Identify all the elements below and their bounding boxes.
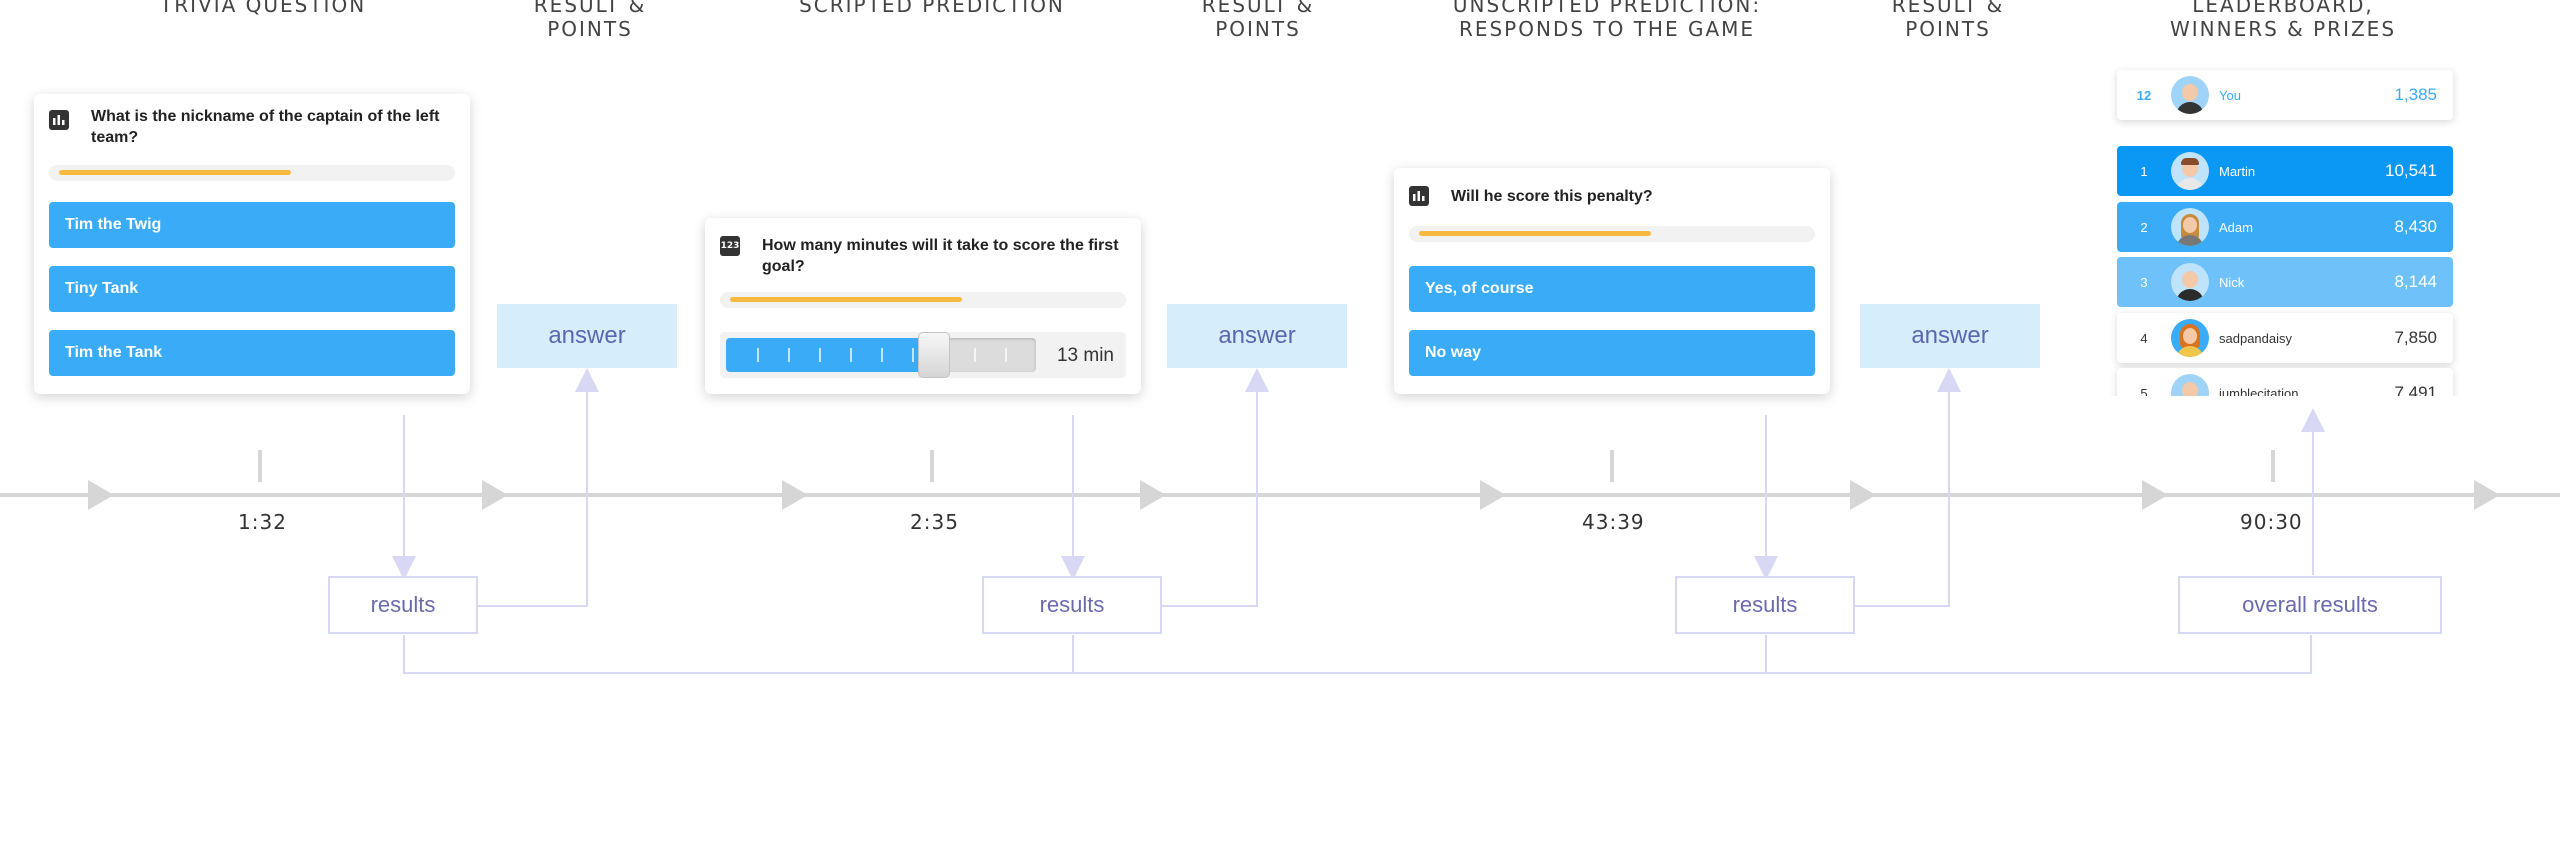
- header-result-1: RESULT &POINTS: [533, 0, 647, 41]
- trivia-timer-fill: [59, 170, 291, 175]
- answer-box: answer: [1860, 304, 2040, 368]
- scripted-card: 123 How many minutes will it take to sco…: [705, 218, 1141, 394]
- connector: [1162, 368, 1269, 607]
- unscripted-timer-fill: [1419, 231, 1651, 236]
- leaderboard-row: 4 sadpandaisy 7,850: [2117, 313, 2453, 363]
- leaderboard: 12 You 1,385 1 Martin 10,541 2 Adam 8,43…: [0, 0, 2560, 396]
- slider-fill: [726, 338, 934, 372]
- slider-handle[interactable]: [918, 332, 950, 378]
- player-score: 1,385: [2394, 85, 2437, 104]
- unscripted-timer-bar: [1409, 226, 1815, 242]
- slider-value: 13 min: [1056, 345, 1114, 366]
- results-box: results: [1675, 576, 1855, 634]
- overall-results-box: overall results: [2178, 576, 2442, 634]
- rank: 1: [2140, 163, 2148, 179]
- rank: 12: [2136, 87, 2152, 103]
- avatar: [2171, 263, 2209, 301]
- leaderboard-row: 2 Adam 8,430: [2117, 202, 2453, 252]
- avatar: [2171, 152, 2209, 190]
- player-name: Martin: [2219, 163, 2256, 179]
- player-name: sadpandaisy: [2219, 330, 2292, 346]
- scripted-timer-bar: [720, 292, 1126, 308]
- player-score: 8,430: [2394, 217, 2437, 236]
- number-icon: 123: [720, 236, 740, 256]
- trivia-option[interactable]: Tim the Tank: [49, 330, 455, 376]
- timeline-arrow: [1850, 480, 1876, 510]
- avatar: [2171, 319, 2209, 357]
- timestamp: 90:30: [2240, 510, 2303, 534]
- header-unscripted: UNSCRIPTED PREDICTION:RESPONDS TO THE GA…: [1452, 0, 1762, 41]
- results-box: results: [982, 576, 1162, 634]
- timeline-arrow: [1480, 480, 1506, 510]
- player-name: Nick: [2219, 274, 2245, 290]
- player-score: 7,850: [2394, 328, 2437, 347]
- trivia-option[interactable]: Tim the Twig: [49, 202, 455, 248]
- answer-box: answer: [497, 304, 677, 368]
- slider-tick: [788, 348, 790, 362]
- header-trivia: TRIVIA QUESTION: [160, 0, 367, 17]
- trivia-timer-bar: [49, 165, 455, 181]
- slider-tick: [819, 348, 821, 362]
- timestamp: 2:35: [910, 510, 959, 534]
- player-score: 10,541: [2385, 161, 2437, 180]
- scripted-question: How many minutes will it take to score t…: [762, 237, 1119, 275]
- leaderboard-row: 1 Martin 10,541: [2117, 146, 2453, 196]
- timeline-arrow: [782, 480, 808, 510]
- unscripted-option[interactable]: Yes, of course: [1409, 266, 1815, 312]
- avatar: [2171, 208, 2209, 246]
- leaderboard-you-row: 12 You 1,385: [2117, 70, 2453, 120]
- header-leaderboard: LEADERBOARD,WINNERS & PRIZES: [2169, 0, 2397, 41]
- avatar: [2171, 374, 2209, 396]
- rank: 3: [2140, 274, 2148, 290]
- timestamp: 43:39: [1582, 510, 1645, 534]
- slider-tick: [1005, 348, 1007, 362]
- slider-tick: [881, 348, 883, 362]
- player-score: 7,491: [2394, 383, 2437, 396]
- header-result-3: RESULT &POINTS: [1891, 0, 2005, 41]
- connector: [478, 368, 599, 607]
- trivia-card: What is the nickname of the captain of t…: [34, 94, 470, 394]
- trivia-option[interactable]: Tiny Tank: [49, 266, 455, 312]
- unscripted-option[interactable]: No way: [1409, 330, 1815, 376]
- timeline-arrow: [1140, 480, 1166, 510]
- player-name: jumblecitation: [2219, 385, 2299, 397]
- rank: 5: [2140, 385, 2148, 397]
- answer-box: answer: [1167, 304, 1347, 368]
- leaderboard-row: 3 Nick 8,144: [2117, 257, 2453, 307]
- avatar: [2171, 76, 2209, 114]
- poll-icon: [1409, 186, 1429, 206]
- slider-tick: [757, 348, 759, 362]
- rank: 2: [2140, 219, 2148, 235]
- timestamp: 1:32: [238, 510, 287, 534]
- timeline-arrow: [2474, 480, 2500, 510]
- slider-tick: [974, 348, 976, 362]
- unscripted-card: Will he score this penalty? Yes, of cour…: [1394, 168, 1830, 394]
- timeline-arrow: [482, 480, 508, 510]
- results-box: results: [328, 576, 478, 634]
- timeline-arrow: [88, 480, 114, 510]
- connector: [1855, 368, 1961, 607]
- leaderboard-row: 5 jumblecitation 7,491: [2117, 368, 2453, 396]
- slider-tick: [912, 348, 914, 362]
- rank: 4: [2140, 330, 2148, 346]
- trivia-question: What is the nickname of the captain of t…: [91, 108, 440, 146]
- poll-icon: [49, 110, 69, 130]
- minutes-slider[interactable]: 13 min: [720, 332, 1126, 378]
- header-result-2: RESULT &POINTS: [1201, 0, 1315, 41]
- player-name: Adam: [2219, 219, 2253, 235]
- unscripted-question: Will he score this penalty?: [1451, 188, 1653, 205]
- header-scripted: SCRIPTED PREDICTION: [799, 0, 1065, 17]
- player-name: You: [2219, 87, 2241, 103]
- slider-tick: [850, 348, 852, 362]
- connector: [403, 635, 2312, 674]
- scripted-timer-fill: [730, 297, 962, 302]
- player-score: 8,144: [2394, 272, 2437, 291]
- timeline-arrow: [2142, 480, 2168, 510]
